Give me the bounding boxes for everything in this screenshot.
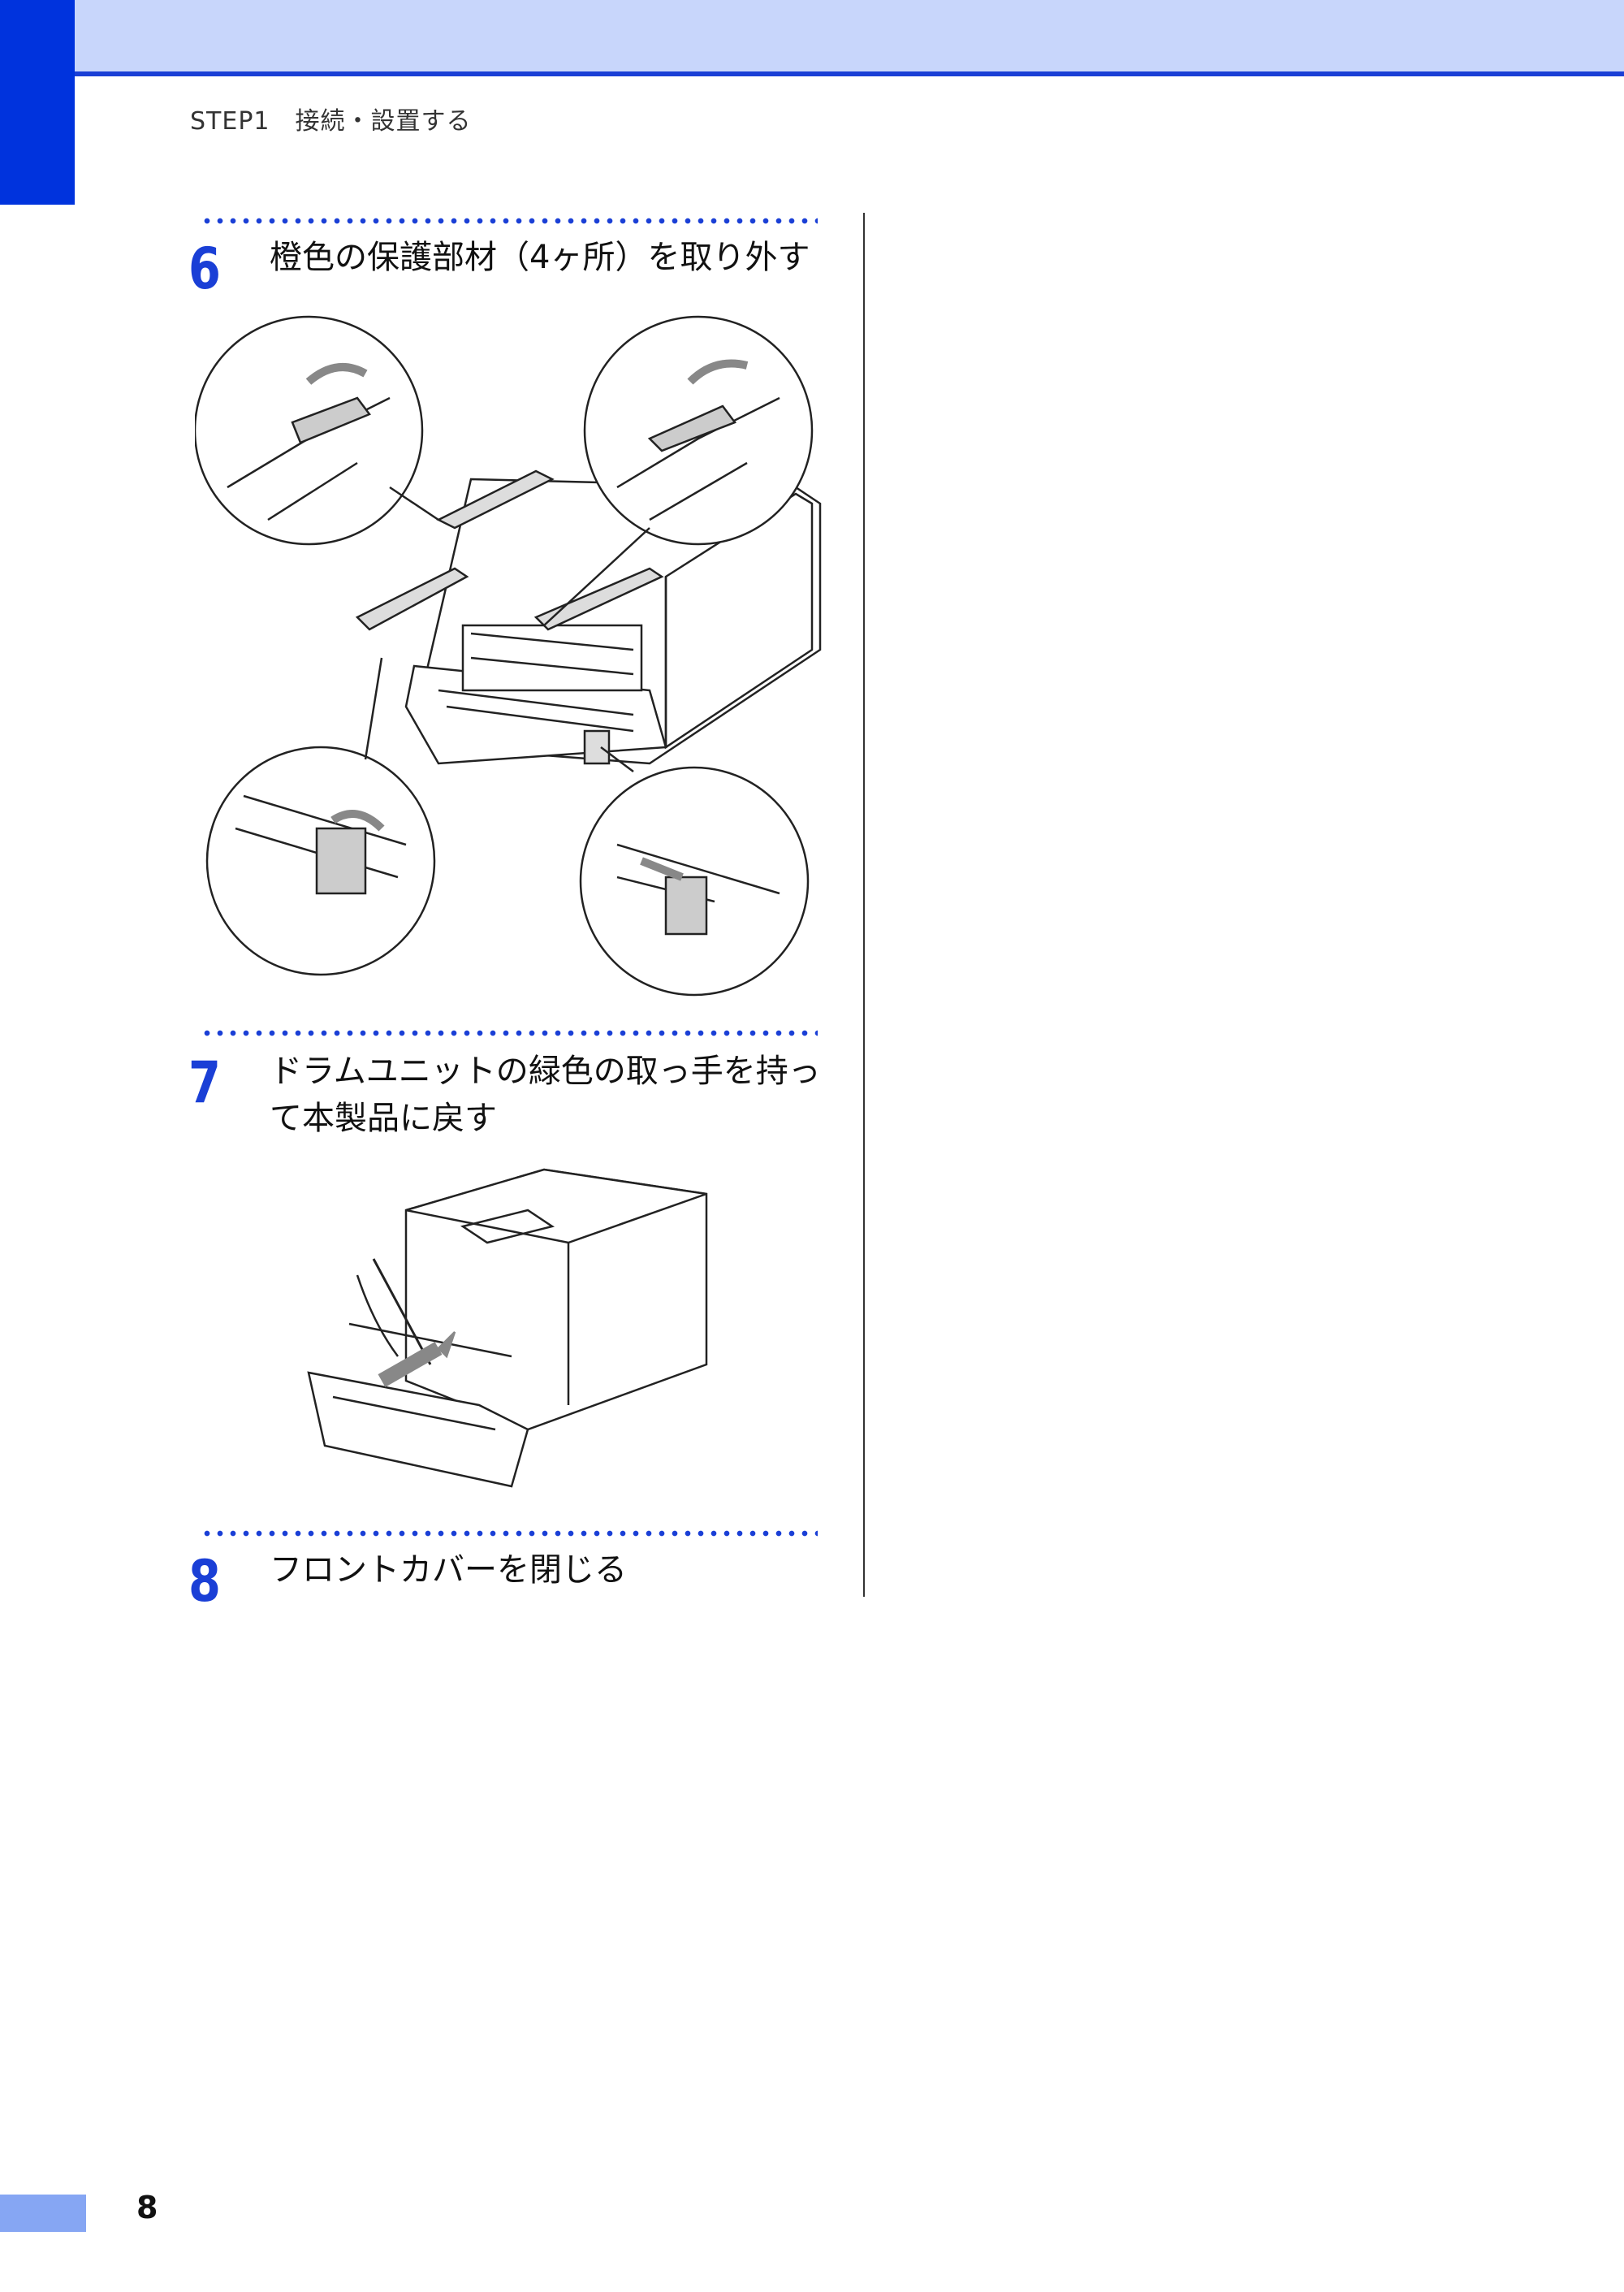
step-separator: [201, 1530, 818, 1537]
header-band: [0, 0, 1624, 71]
step-7-title: ドラムユニットの緑色の取っ手を持って本製品に戻す: [270, 1053, 821, 1137]
remove-protective-parts-illustration: [195, 315, 822, 997]
step-6-number: 6: [188, 236, 221, 302]
reinsert-drum-unit-illustration: [307, 1168, 708, 1488]
page-number: 8: [136, 2190, 158, 2225]
step-8-title: フロントカバーを閉じる: [270, 1551, 627, 1589]
section-tab: [0, 0, 75, 205]
step-separator: [201, 218, 818, 224]
column-divider: [863, 213, 865, 1597]
footer-tab: [0, 2195, 86, 2232]
step-separator: [201, 1030, 818, 1036]
section-header: STEP1 接続・設置する: [190, 107, 472, 136]
header-rule: [0, 71, 1624, 76]
step-7-number: 7: [188, 1049, 221, 1116]
step-8-number: 8: [188, 1548, 221, 1615]
step-6-title: 橙色の保護部材（4ヶ所）を取り外す: [270, 239, 810, 276]
